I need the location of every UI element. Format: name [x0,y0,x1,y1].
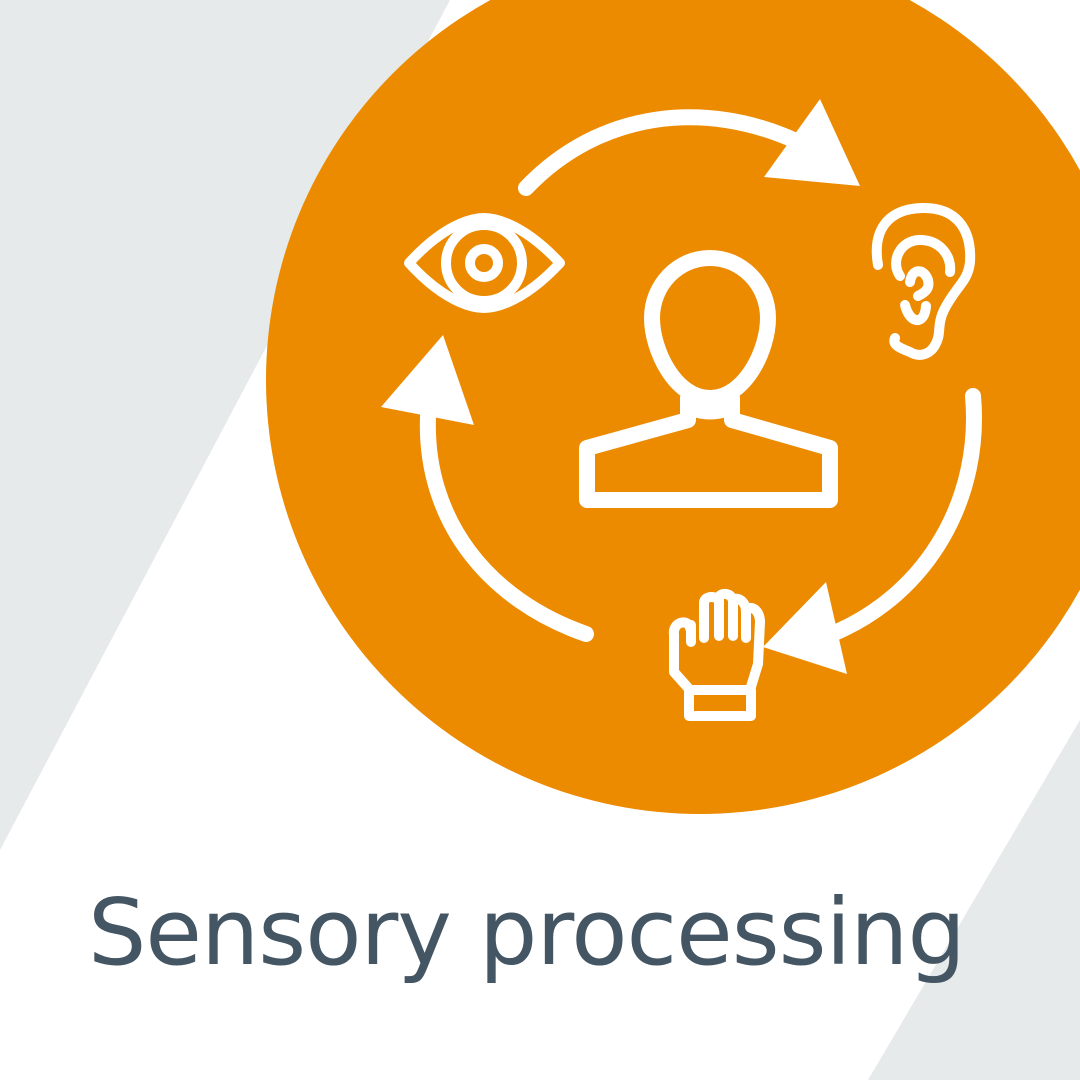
hand-icon [668,588,765,721]
background-band-right [868,720,1080,1080]
eye-icon [404,213,565,313]
ear-icon [871,202,976,360]
person-icon [579,250,838,508]
cycle-arrow-icon [381,99,982,674]
caption-title: Sensory processing [88,879,966,986]
